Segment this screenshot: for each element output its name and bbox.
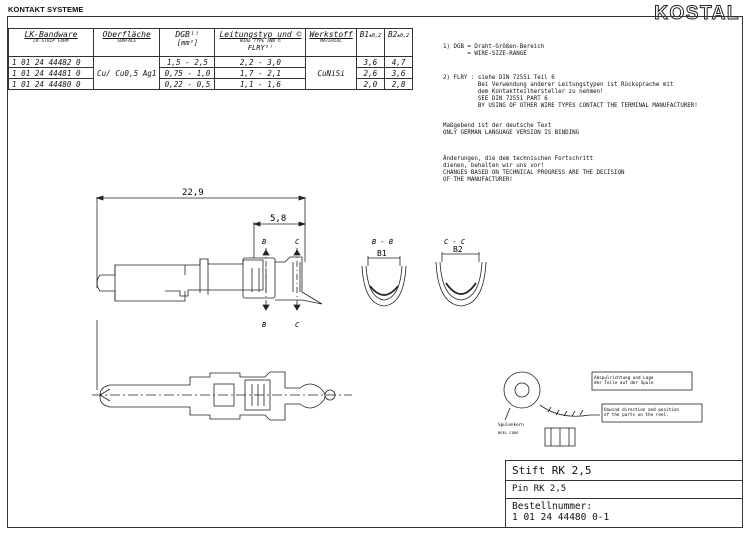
table-row: 1 01 24 44480 0 0,22 - 0,5 1,1 - 1,6 2,0… [8,78,414,90]
order-number: 1 01 24 44480 0-1 [512,512,610,523]
table-row: 1 01 24 44481 0 0,75 - 1,0 1,7 - 2,1 2,6… [8,67,414,79]
title-block: Stift RK 2,5 Pin RK 2,5 Bestellnummer: 1… [505,460,743,528]
col-header-wire: Leitungstyp und ©WIRE TYPE AND ©FLRY²⁾ [214,28,307,57]
dim-total-length: 22,9 [182,188,204,198]
col-header-b2: B2±0,2 [383,28,414,57]
header-title: KONTAKT SYSTEME [8,5,84,14]
note-flry: 2) FLRY : siehe DIN 72551 Teil 6 Bei Ver… [443,75,698,109]
table-row: 1 01 24 44482 0 Cu/ Cu0,5 Ag1 1,5 - 2,5 … [8,56,414,90]
section-b-top: B [262,238,266,246]
dim-crimp-length: 5,8 [270,214,286,224]
drawing-frame [7,16,743,528]
cell-b2: 2,8 [383,78,414,90]
order-number-block: Bestellnummer: 1 01 24 44480 0-1 [506,499,742,527]
order-number-label: Bestellnummer: [512,501,593,512]
reel-core-en: REEL CORE [498,430,519,435]
cell-wire: 1,1 - 1,6 [214,78,307,90]
note-language: Maßgebend ist der deutsche Text ONLY GER… [443,123,580,136]
section-b-bottom: B [262,321,266,329]
col-header-b1: B1±0,2 [355,28,386,57]
part-name-de: Stift RK 2,5 [506,461,742,481]
note-changes: Änderungen, die dem technischen Fortschr… [443,156,625,183]
b1-label: B1 [377,249,387,258]
section-c-bottom: C [295,321,300,329]
view-b-b-label: B - B [372,238,393,246]
b2-label: B2 [453,245,463,254]
cell-material: CuNiSi [305,56,357,90]
view-c-c-label: C - C [444,238,466,246]
section-c-top: C [295,238,300,246]
kostal-logo: KOSTAL [654,3,740,25]
reel-core-de: Spulenkern [498,422,524,428]
part-name-en: Pin RK 2,5 [506,481,742,499]
cell-part: 1 01 24 44480 0 [8,78,94,90]
cell-surface: Cu/ Cu0,5 Ag1 [92,56,161,90]
cell-dgb: 0,22 - 0,5 [159,78,216,90]
cell-b1: 2,0 [355,78,386,90]
note-dgb: 1) DGB = Draht-Größen-Bereich = WIRE-SIZ… [443,44,545,57]
